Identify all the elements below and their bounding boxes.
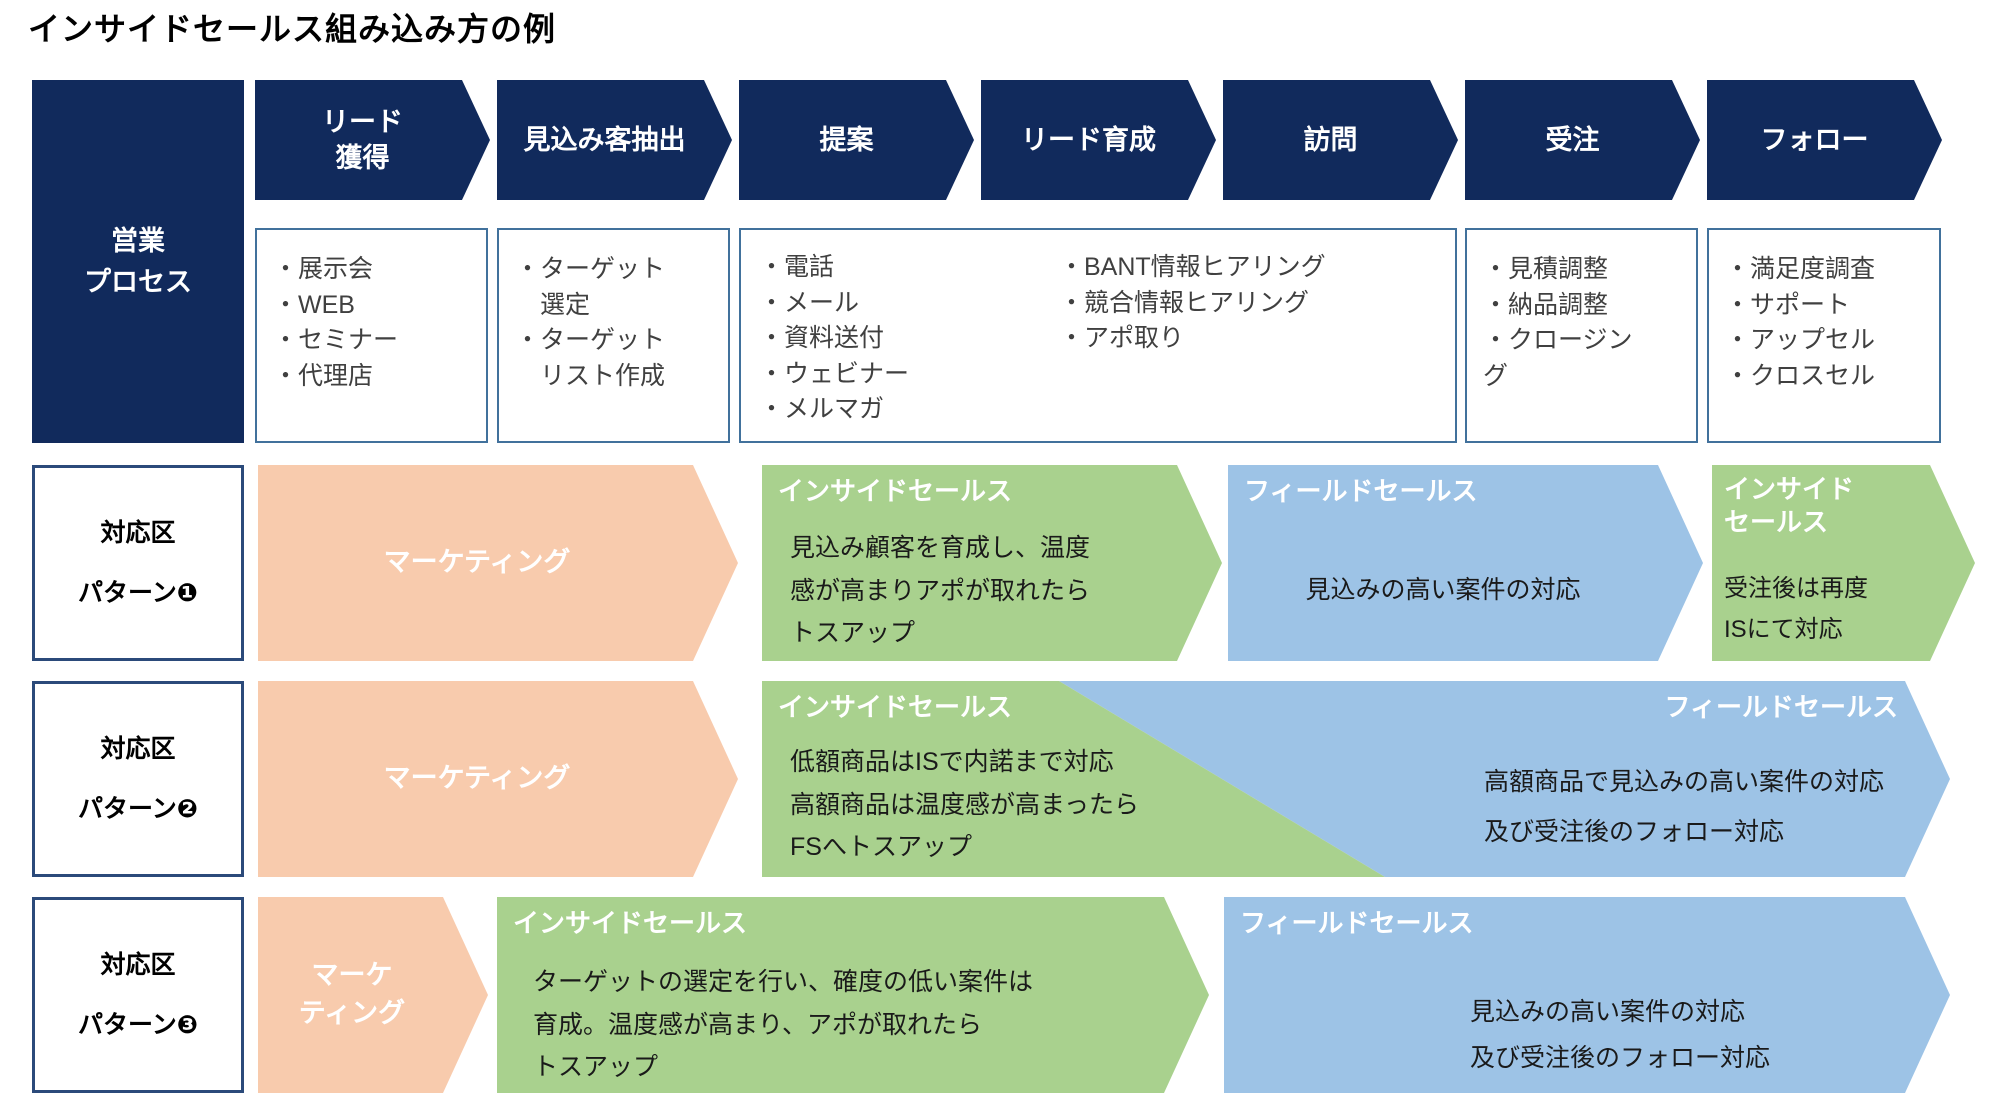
sales-process-sidebar: 営業 プロセス xyxy=(32,80,244,443)
process-step-order: 受注 xyxy=(1465,80,1700,200)
bullet-item: ・ウェビナー xyxy=(759,359,910,388)
bullet-item: ・クロスセル xyxy=(1725,361,1876,390)
pattern1-inside2-body: 受注後は再度 ISにて対応 xyxy=(1724,575,1868,643)
pattern3-field-body: 見込みの高い案件の対応 及び受注後のフォロー対応 xyxy=(1470,998,1771,1073)
pattern1-marketing-label: マーケティング xyxy=(383,547,571,578)
bullet-item: ・満足度調査 xyxy=(1725,255,1876,283)
pattern1-inside-body: 見込み顧客を育成し、温度 感が高まりアポが取れたら トスアップ xyxy=(790,534,1091,647)
pattern3-marketing-label: マーケ ティング xyxy=(298,960,406,1028)
pattern1-label: 対応区 パターン❶ xyxy=(32,465,244,661)
nurture-detail-box: ・電話・メール・資料送付・ウェビナー・メルマガ ・BANT情報ヒアリング・競合情… xyxy=(739,228,1457,443)
slide-title: インサイドセールス組み込み方の例 xyxy=(28,11,557,47)
pattern1-inside2-title: インサイド セールス xyxy=(1724,474,1855,537)
process-step-follow: フォロー xyxy=(1707,80,1942,200)
pattern2-field-title: フィールドセールス xyxy=(1664,692,1898,722)
nurture-channels-list: ・電話・メール・資料送付・ウェビナー・メルマガ xyxy=(759,250,909,428)
pattern2-marketing-arrow: マーケティング xyxy=(258,681,738,877)
pattern1-field-body: 見込みの高い案件の対応 xyxy=(1305,576,1581,604)
bullet-item: ・展示会 xyxy=(273,255,374,283)
prospect-detail-box: ・ターゲット 選定・ターゲット リスト作成 xyxy=(497,228,730,443)
bullet-item: ・資料送付 xyxy=(759,324,885,352)
bullet-item: ・納品調整 xyxy=(1483,290,1609,319)
bullet-item: ・クロージン グ xyxy=(1483,326,1633,390)
process-step-prospect: 見込み客抽出 xyxy=(497,80,732,200)
process-step-nurture: リード育成 xyxy=(981,80,1216,200)
pattern3-marketing-arrow: マーケ ティング xyxy=(258,897,488,1093)
bullet-item: ・ターゲット 選定 xyxy=(515,255,666,319)
pattern3-inside-sales-arrow: インサイドセールス ターゲットの選定を行い、確度の低い案件は 育成。温度感が高ま… xyxy=(497,897,1209,1093)
bullet-item: ・アップセル xyxy=(1725,326,1876,354)
pattern2-inside-title: インサイドセールス xyxy=(778,692,1013,722)
pattern1-field-sales-arrow: フィールドセールス 見込みの高い案件の対応 xyxy=(1228,465,1703,661)
bullet-item: ・アポ取り xyxy=(1059,324,1185,352)
pattern3-field-sales-arrow: フィールドセールス 見込みの高い案件の対応 及び受注後のフォロー対応 xyxy=(1224,897,1950,1093)
process-step-proposal: 提案 xyxy=(739,80,974,200)
order-detail-box: ・見積調整・納品調整・クロージン グ xyxy=(1465,228,1698,443)
pattern1-marketing-arrow: マーケティング xyxy=(258,465,738,661)
pattern1-field-title: フィールドセールス xyxy=(1244,476,1478,506)
bullet-item: ・セミナー xyxy=(273,326,399,354)
lead-detail-box: ・展示会・WEB ・セミナー・代理店 xyxy=(255,228,488,443)
nurture-hearing-list: ・BANT情報ヒアリング・競合情報ヒアリング・アポ取り xyxy=(1059,250,1326,357)
pattern3-label: 対応区 パターン❸ xyxy=(32,897,244,1093)
pattern2-field-body: 高額商品で見込みの高い案件の対応 及び受注後のフォロー対応 xyxy=(1484,768,1885,846)
pattern1-inside-sales2-arrow: インサイド セールス 受注後は再度 ISにて対応 xyxy=(1712,465,1975,661)
bullet-item: ・サポート xyxy=(1725,290,1851,319)
bullet-item: ・BANT情報ヒアリング xyxy=(1059,253,1326,281)
process-step-lead: リード 獲得 xyxy=(255,80,490,200)
pattern3-inside-title: インサイドセールス xyxy=(513,908,748,938)
pattern2-inside-body: 低額商品はISで内諾まで対応 高額商品は温度感が高まったら FSへトスアップ xyxy=(790,748,1140,861)
bullet-item: ・メルマガ xyxy=(759,395,885,423)
pattern3-field-title: フィールドセールス xyxy=(1240,908,1474,938)
bullet-item: ・競合情報ヒアリング xyxy=(1059,288,1310,317)
bullet-item: ・代理店 xyxy=(273,361,374,390)
follow-detail-box: ・満足度調査・サポート・アップセル・クロスセル xyxy=(1707,228,1941,443)
pattern1-inside-sales-arrow: インサイドセールス 見込み顧客を育成し、温度 感が高まりアポが取れたら トスアッ… xyxy=(762,465,1222,661)
pattern2-label: 対応区 パターン❷ xyxy=(32,681,244,877)
pattern3-inside-body: ターゲットの選定を行い、確度の低い案件は 育成。温度感が高まり、アポが取れたら … xyxy=(533,968,1034,1081)
bullet-item: ・メール xyxy=(759,288,860,317)
bullet-item: ・電話 xyxy=(759,253,835,281)
process-step-visit: 訪問 xyxy=(1223,80,1458,200)
bullet-item: ・見積調整 xyxy=(1483,255,1609,283)
bullet-item: ・ターゲット リスト作成 xyxy=(515,326,666,390)
pattern2-marketing-label: マーケティング xyxy=(383,763,571,794)
bullet-item: ・WEB xyxy=(273,290,355,319)
pattern1-inside-title: インサイドセールス xyxy=(778,476,1013,506)
pattern2-inside-sales-shape: インサイドセールス 低額商品はISで内諾まで対応 高額商品は温度感が高まったら … xyxy=(762,681,1385,877)
